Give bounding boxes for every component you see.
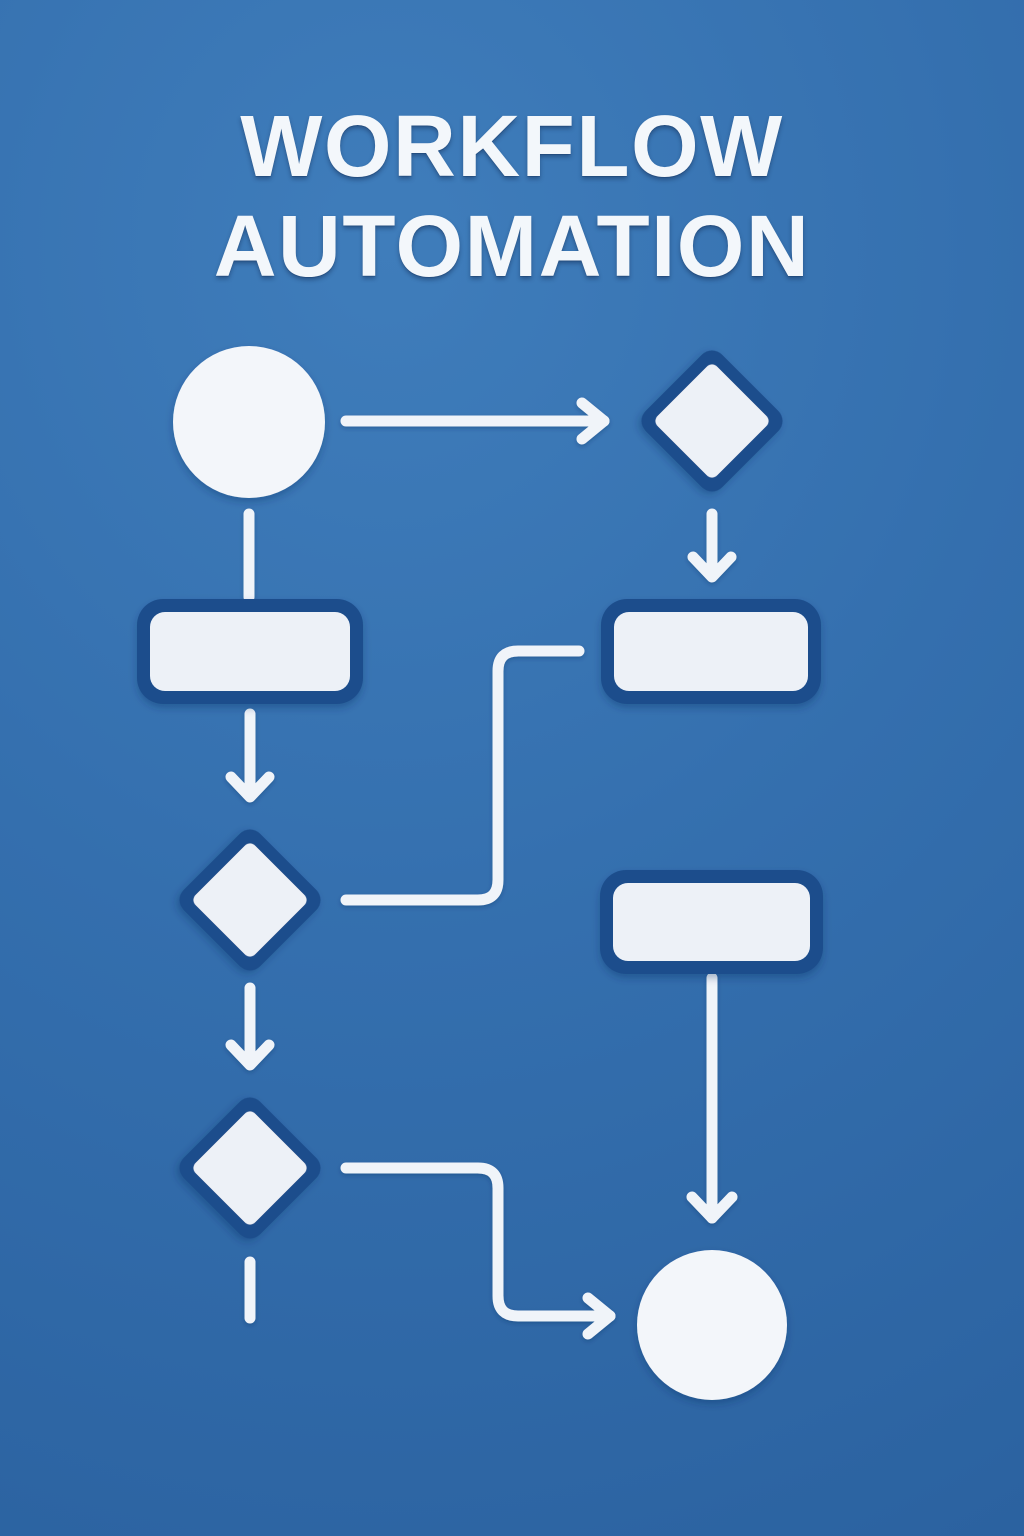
edge-middle-decision-to-right-process-elbow: [340, 645, 585, 906]
rect-inner: [613, 883, 810, 961]
flowchart-nodes: [137, 346, 823, 1400]
poster-title: WORKFLOW AUTOMATION: [0, 97, 1024, 297]
arrow-head: [686, 1191, 738, 1224]
elbow-line: [340, 645, 585, 906]
elbow-line: [340, 1162, 616, 1322]
edge-start-to-top-decision-arrow: [340, 397, 610, 445]
arrow-head: [687, 551, 737, 583]
start-circle-node: [173, 346, 325, 498]
edge-top-decision-down-arrow: [687, 508, 737, 583]
edge-middle-decision-down-arrow: [225, 982, 275, 1071]
arrow-head: [576, 397, 610, 445]
circle-shape: [173, 346, 325, 498]
title-line-1: WORKFLOW: [240, 98, 784, 195]
arrow-head: [225, 771, 275, 803]
edge-left-process-down-arrow: [225, 708, 275, 803]
right-lower-process-rect-node: [600, 870, 823, 974]
circle-shape: [637, 1250, 787, 1400]
left-process-rect-node: [137, 599, 363, 704]
edge-bottom-decision-to-end-elbow-arrow: [340, 1162, 616, 1340]
arrow-head: [225, 1039, 275, 1071]
bottom-decision-diamond-node: [179, 1097, 321, 1239]
middle-decision-diamond-node: [179, 829, 321, 971]
flowchart-edges: [225, 397, 738, 1340]
edge-right-lower-process-down-arrow: [686, 972, 738, 1224]
title-line-2: AUTOMATION: [213, 198, 811, 295]
diamond-inner: [193, 843, 307, 957]
end-circle-node: [637, 1250, 787, 1400]
right-process-rect-node: [601, 599, 821, 704]
arrow-head: [582, 1292, 616, 1340]
rect-inner: [150, 612, 350, 691]
rect-inner: [614, 612, 808, 691]
diamond-inner: [193, 1111, 307, 1225]
top-decision-diamond-node: [641, 350, 783, 492]
diamond-inner: [655, 364, 769, 478]
